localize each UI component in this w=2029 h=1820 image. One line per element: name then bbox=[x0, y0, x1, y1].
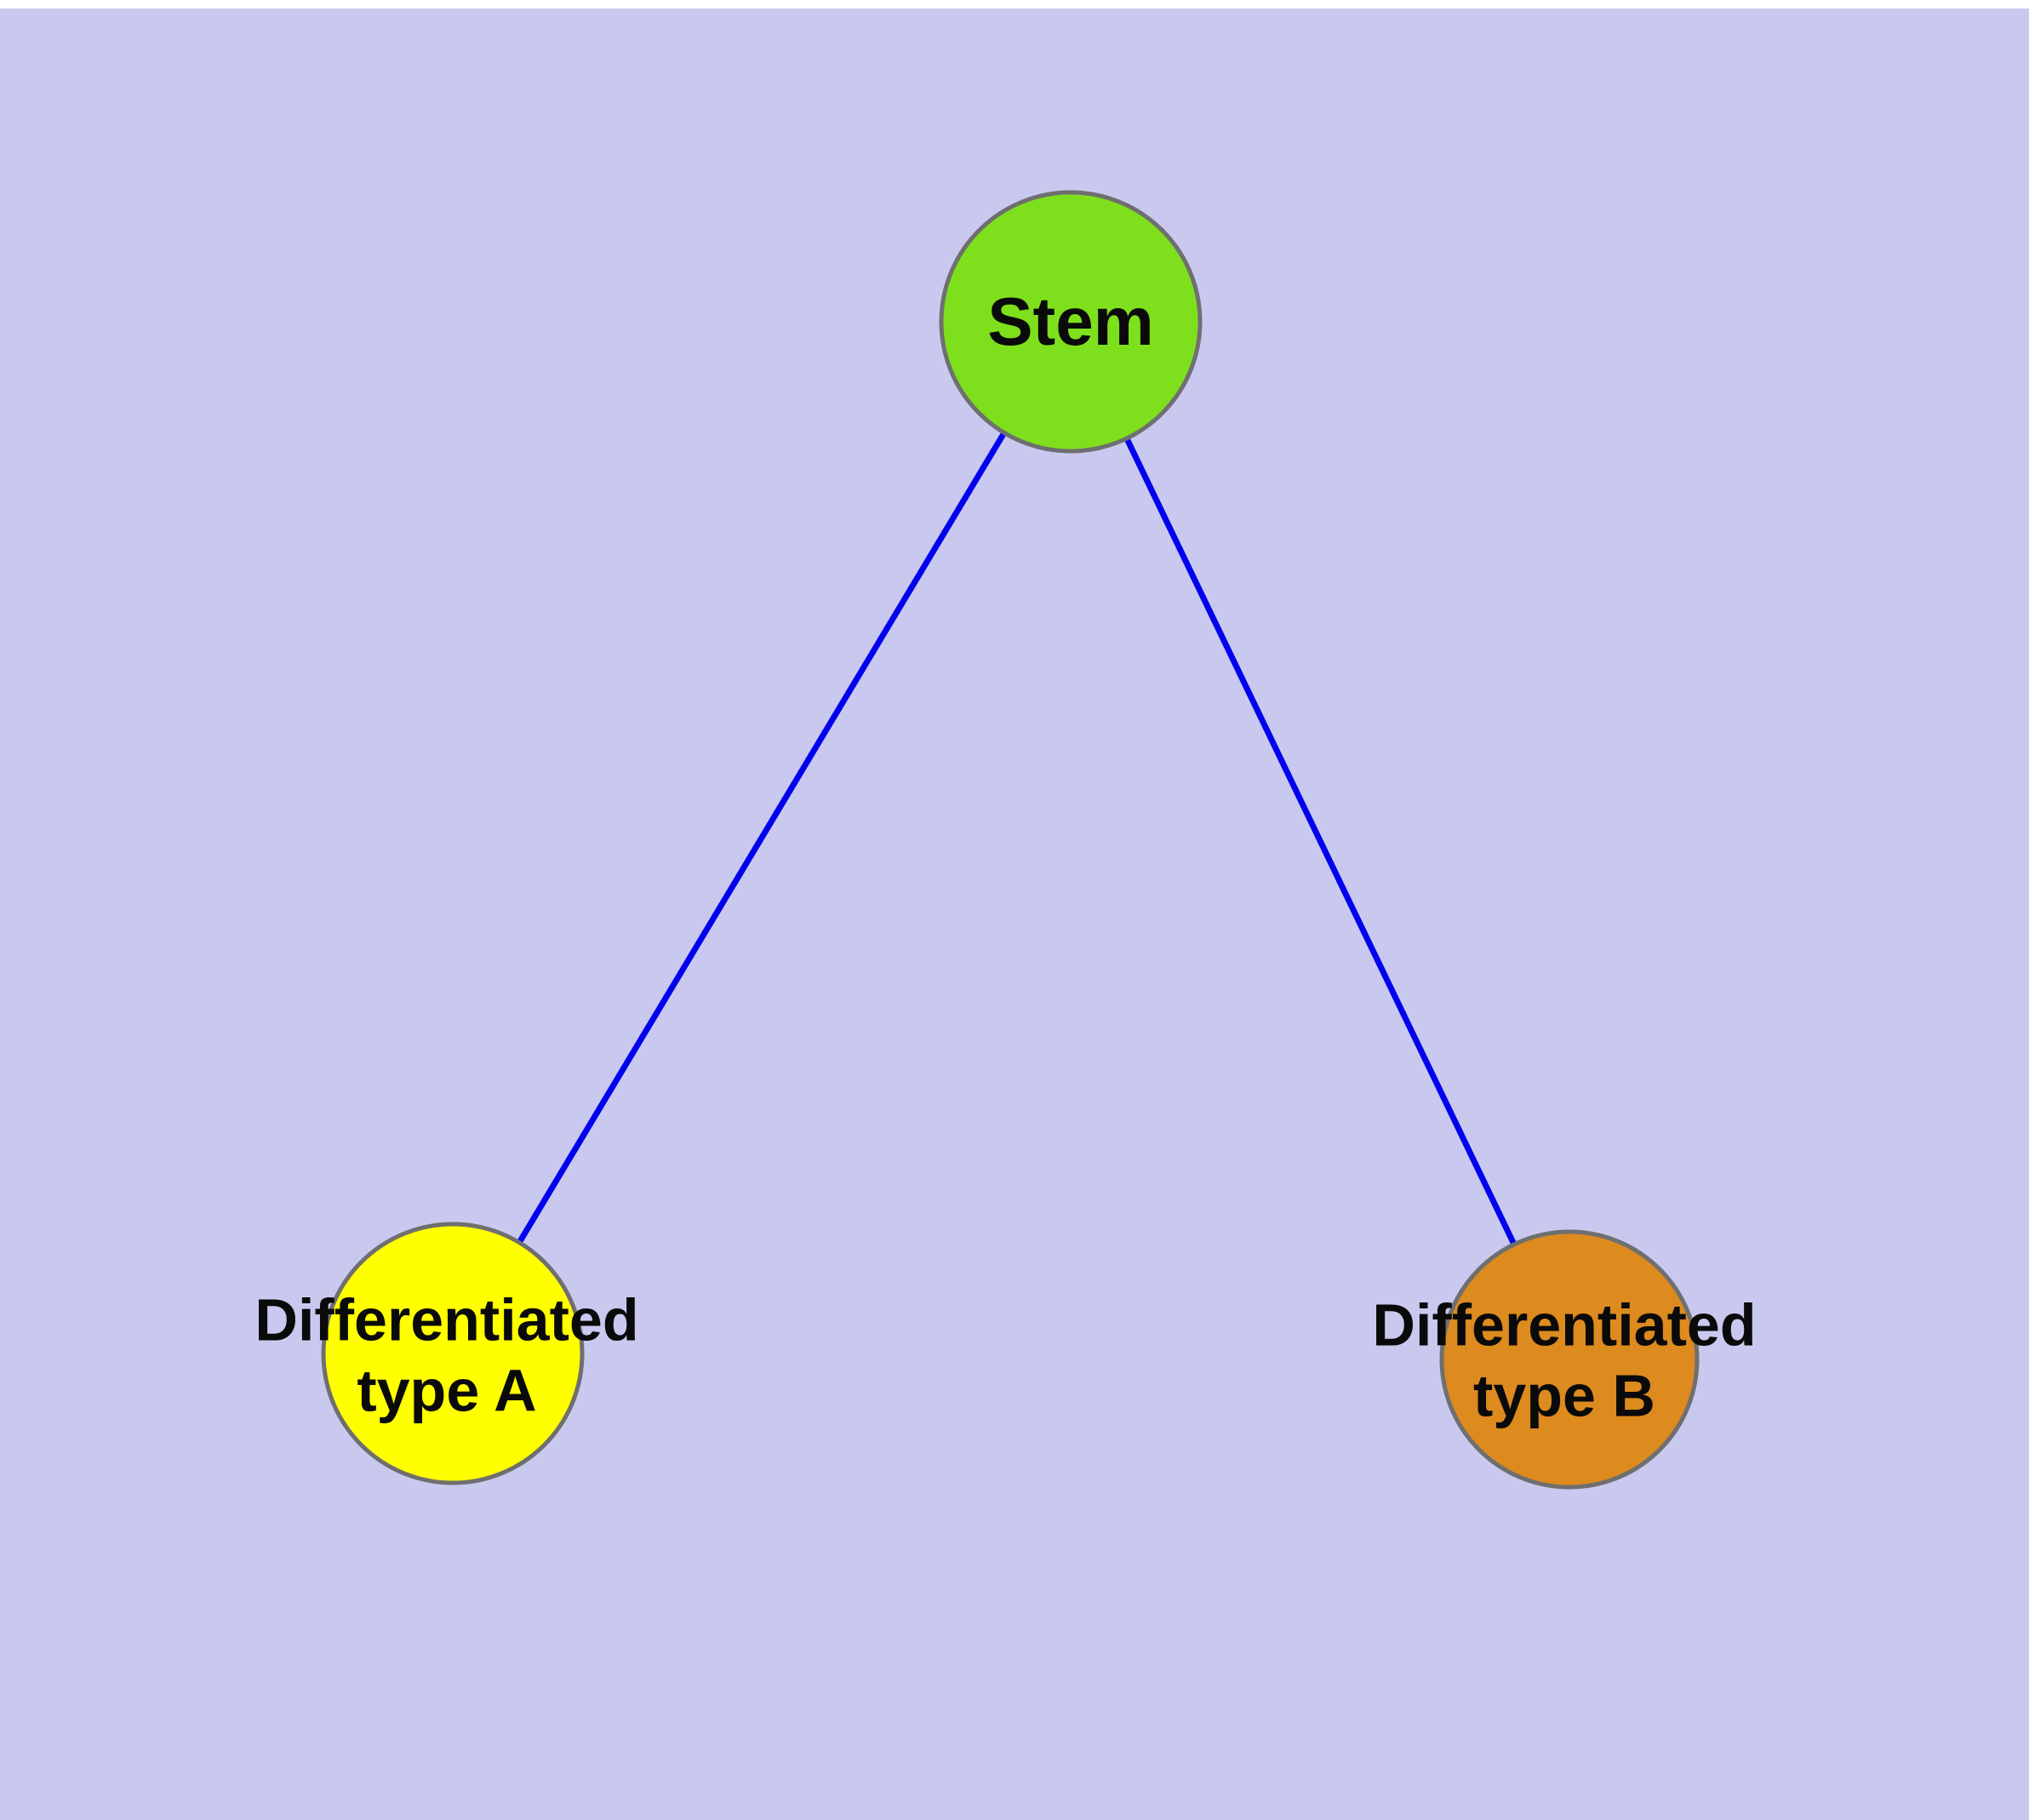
edge-stem-to-type-b bbox=[1067, 320, 1573, 1361]
node-stem bbox=[939, 190, 1203, 454]
edge-stem-to-type-a bbox=[449, 320, 1074, 1355]
node-differentiated-type-b bbox=[1439, 1229, 1700, 1490]
node-differentiated-type-a bbox=[321, 1222, 585, 1485]
